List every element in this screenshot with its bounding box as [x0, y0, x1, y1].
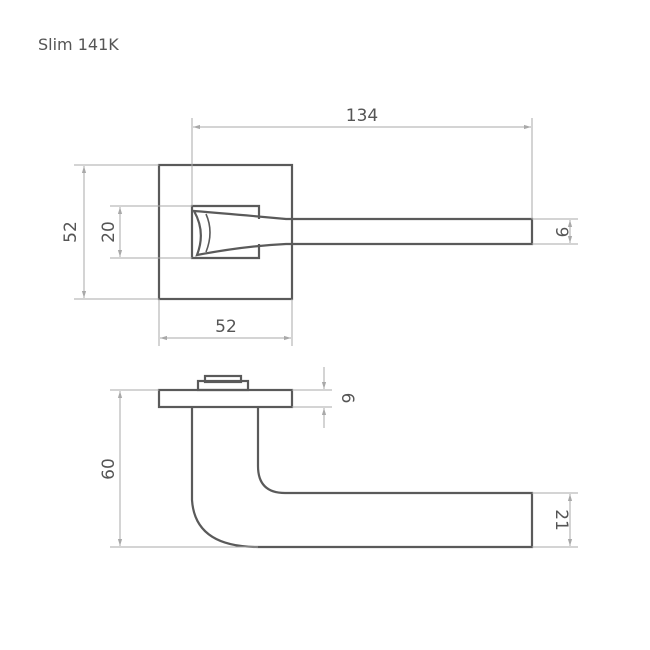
dim-spindle-height: 20 — [99, 205, 192, 259]
dim-length-label: 134 — [346, 106, 378, 126]
dim-rose-depth: 6 — [292, 367, 357, 428]
product-title: Slim 141K — [38, 35, 119, 54]
lever-side-profile — [190, 407, 534, 549]
dim-rose-width-label: 52 — [215, 317, 237, 337]
spindle-clip-top — [203, 374, 243, 384]
rose-plate — [157, 388, 294, 409]
dim-rose-width: 52 — [158, 299, 293, 346]
dim-projection: 60 — [99, 389, 258, 548]
dim-grip-height-label: 21 — [551, 509, 571, 531]
dim-length: 134 — [191, 106, 533, 219]
dim-rose-depth-label: 6 — [337, 393, 357, 404]
dim-rose-height: 52 — [61, 164, 159, 300]
lever-top-view — [192, 209, 534, 257]
spindle-housing — [190, 204, 261, 260]
dim-spindle-height-label: 20 — [99, 221, 119, 243]
dim-grip-height: 21 — [532, 492, 578, 548]
dim-lever-thickness-label: 9 — [551, 227, 571, 238]
dim-lever-thickness: 9 — [532, 218, 578, 245]
dim-rose-height-label: 52 — [61, 221, 81, 243]
dim-projection-label: 60 — [99, 458, 119, 480]
rose-square — [157, 163, 294, 301]
lever-taper-line — [205, 213, 211, 253]
top-view — [157, 163, 534, 301]
